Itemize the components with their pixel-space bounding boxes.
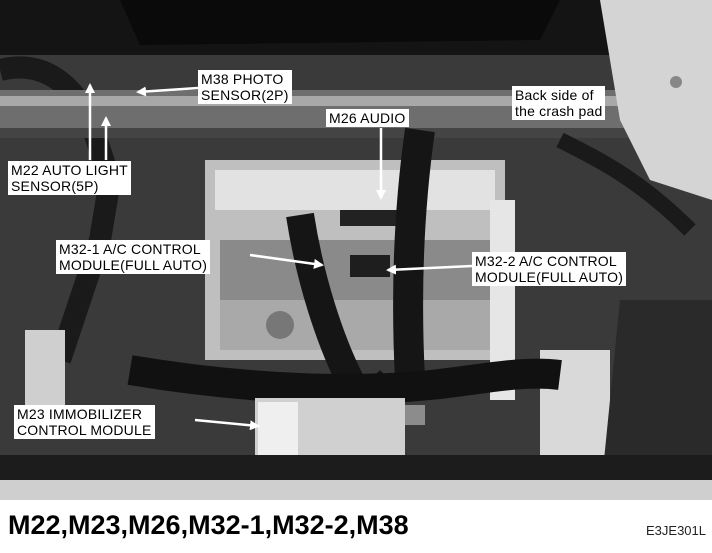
crossbar-highlight (0, 96, 712, 106)
label-m38-photo-sensor: M38 PHOTO SENSOR(2P) (198, 70, 292, 104)
arrow-m32-2 (386, 264, 473, 275)
immobilizer-connector (258, 402, 298, 456)
label-m26-audio: M26 AUDIO (326, 109, 409, 127)
horizontal-harness (127, 355, 562, 405)
lower-bracket (220, 300, 490, 350)
immobilizer-mount (405, 405, 425, 425)
crossbar-shadow (0, 128, 712, 138)
audio-top-panel (215, 170, 495, 210)
label-m32-1-ac-control: M32-1 A/C CONTROL MODULE(FULL AUTO) (56, 240, 211, 274)
figure-code: E3JE301L (646, 523, 706, 538)
figure-caption: M22,M23,M26,M32-1,M32-2,M38 (8, 510, 409, 540)
label-crash-pad-back: Back side of the crash pad (512, 86, 606, 120)
center-harness-vertical (393, 127, 435, 381)
arrow-m32-1 (249, 253, 324, 269)
right-harness (556, 132, 696, 236)
label-m32-2-ac-control: M32-2 A/C CONTROL MODULE(FULL AUTO) (472, 252, 627, 286)
crash-pad-back (600, 0, 712, 200)
label-m22-auto-light-sensor: M22 AUTO LIGHT SENSOR(5P) (8, 161, 131, 195)
dash-underside (120, 0, 560, 45)
bottom-panel (0, 480, 712, 500)
bracket-bolt (266, 311, 294, 339)
crash-pad-bolt (670, 76, 682, 88)
arrow-m23 (194, 418, 260, 431)
label-m23-immobilizer: M23 IMMOBILIZER CONTROL MODULE (14, 405, 155, 439)
right-lower-dark (600, 300, 712, 500)
left-bracket (25, 330, 65, 410)
ac-connector (350, 255, 390, 277)
arrow-m38 (136, 86, 199, 97)
